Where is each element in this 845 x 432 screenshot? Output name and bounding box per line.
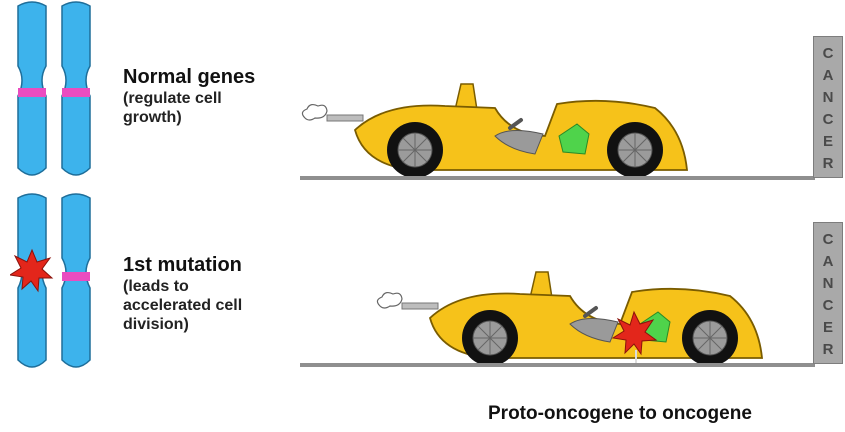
diagram-caption: Proto-oncogene to oncogene xyxy=(488,403,752,425)
chromosome-icon xyxy=(62,194,90,367)
race-car-icon xyxy=(295,78,715,188)
panel-description-line: (leads to xyxy=(123,277,189,297)
panel-title-normal: Normal genes xyxy=(123,66,255,88)
panel-title-mutation: 1st mutation xyxy=(123,254,242,276)
chromosome-icon xyxy=(62,2,90,175)
panel-description-line: growth) xyxy=(123,108,182,128)
cancer-wall-icon: C A N C E R xyxy=(813,222,843,364)
road xyxy=(300,176,815,180)
cancer-wall-label: C A N C E R xyxy=(814,37,842,175)
road xyxy=(300,363,815,367)
pointer-line xyxy=(635,350,637,364)
panel-description-line: (regulate cell xyxy=(123,89,222,109)
race-car-icon xyxy=(370,266,790,376)
exhaust-puff-icon xyxy=(302,105,363,121)
chromosome-pair-mutated xyxy=(10,192,120,382)
panel-description-line: accelerated cell xyxy=(123,296,242,316)
exhaust-puff-icon xyxy=(377,293,438,309)
chromosome-pair-normal xyxy=(10,0,120,190)
cancer-wall-icon: C A N C E R xyxy=(813,36,843,178)
chromosome-icon xyxy=(18,2,46,175)
panel-description-line: division) xyxy=(123,315,189,335)
cancer-wall-label: C A N C E R xyxy=(814,223,842,361)
